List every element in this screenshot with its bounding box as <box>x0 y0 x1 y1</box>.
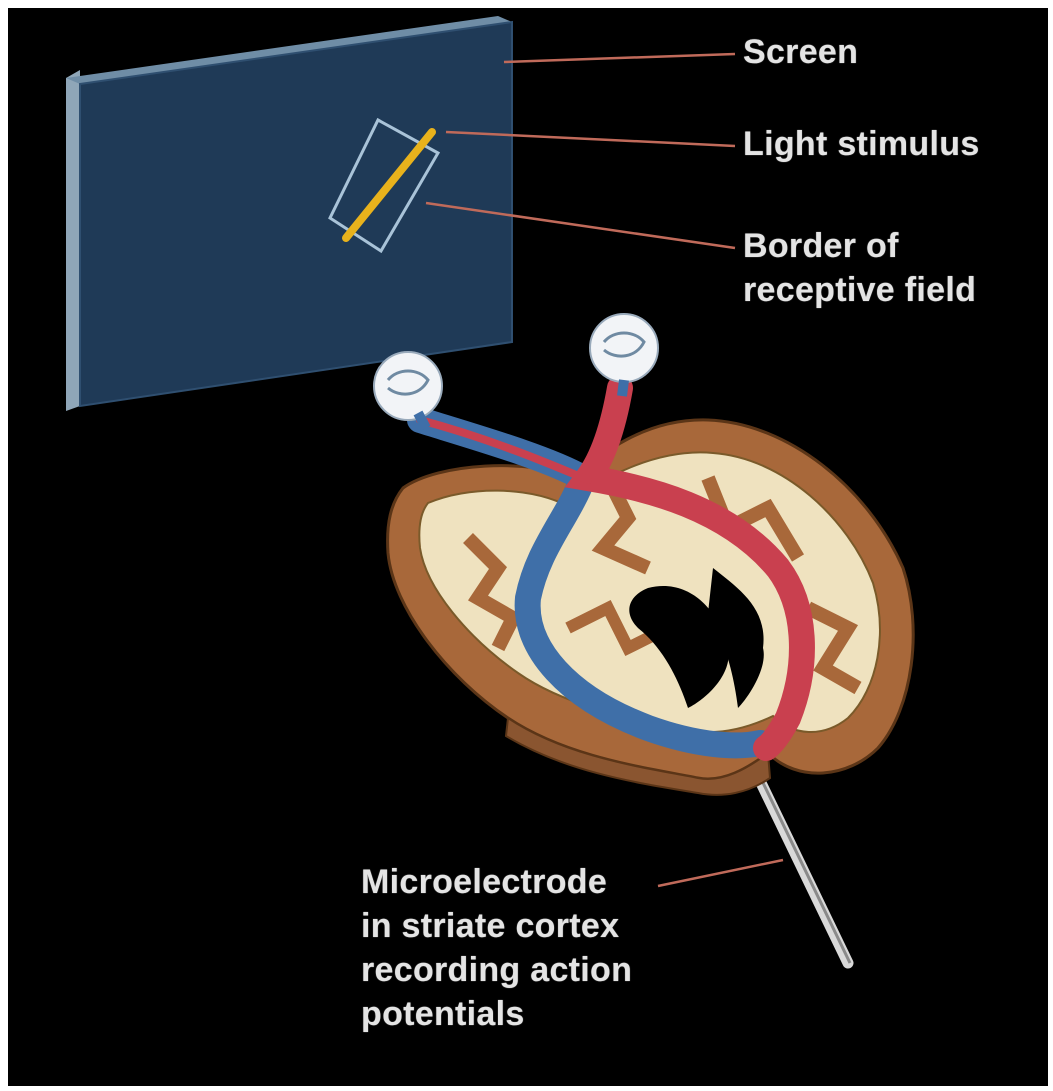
label-microelectrode-line-1: Microelectrode <box>361 860 632 904</box>
label-microelectrode-line-3: recording action <box>361 948 632 992</box>
label-receptive-field-line-1: Border of <box>743 224 976 268</box>
label-light-stimulus: Light stimulus <box>743 122 980 166</box>
screen <box>66 16 512 411</box>
label-microelectrode-line-2: in striate cortex <box>361 904 632 948</box>
label-screen: Screen <box>743 30 858 74</box>
microelectrode <box>750 760 850 963</box>
right-eye <box>590 314 658 396</box>
diagram-stage: Screen Light stimulus Border of receptiv… <box>8 8 1048 1086</box>
label-receptive-field: Border of receptive field <box>743 224 976 312</box>
label-microelectrode: Microelectrode in striate cortex recordi… <box>361 860 632 1036</box>
label-receptive-field-line-2: receptive field <box>743 268 976 312</box>
label-microelectrode-line-4: potentials <box>361 992 632 1036</box>
